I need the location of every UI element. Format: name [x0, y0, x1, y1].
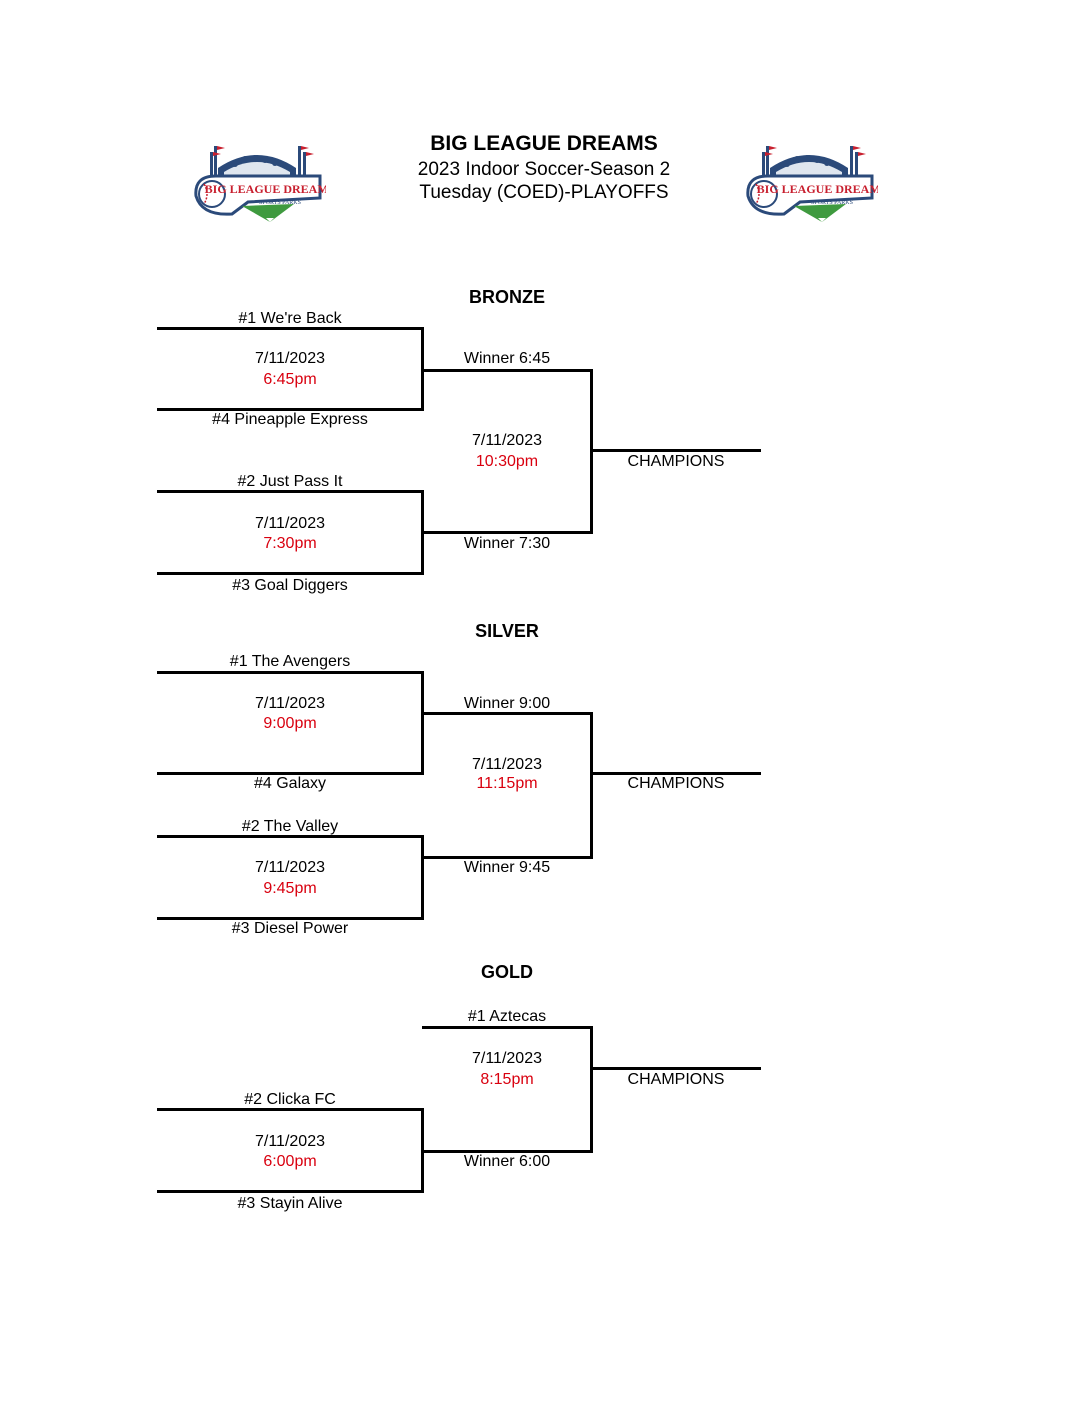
- bracket-line: [590, 712, 593, 858]
- team-label: #2 Just Pass It: [237, 473, 343, 490]
- game-date: 7/11/2023: [472, 756, 542, 773]
- bracket-line: [157, 835, 424, 838]
- bracket-line: [157, 917, 424, 920]
- team-label: #4 Pineapple Express: [212, 411, 368, 428]
- league-subtitle: Tuesday (COED)-PLAYOFFS: [419, 182, 669, 203]
- game-time: 10:30pm: [475, 453, 539, 470]
- bracket-line: [157, 408, 424, 411]
- game-date: 7/11/2023: [255, 350, 325, 367]
- game-time: 6:00pm: [263, 1153, 317, 1170]
- bracket-title-gold: GOLD: [481, 962, 533, 982]
- team-label: #1 The Avengers: [229, 653, 351, 670]
- team-label: #3 Goal Diggers: [232, 577, 348, 594]
- bracket-line: [421, 671, 424, 775]
- winner-label: Winner 9:45: [463, 859, 551, 876]
- team-label: #1 We're Back: [238, 310, 342, 327]
- bracket-line: [422, 1150, 593, 1153]
- bracket-title-silver: SILVER: [475, 621, 539, 641]
- bracket-line: [590, 1026, 593, 1152]
- winner-label: Winner 7:30: [463, 535, 551, 552]
- game-date: 7/11/2023: [255, 695, 325, 712]
- bracket-line: [157, 1108, 424, 1111]
- bracket-line: [590, 369, 593, 534]
- page-title: BIG LEAGUE DREAMS: [430, 132, 658, 155]
- game-time: 7:30pm: [263, 535, 317, 552]
- bracket-line: [157, 772, 424, 775]
- bracket-line: [157, 572, 424, 575]
- bracket-line: [422, 531, 593, 534]
- season-subtitle: 2023 Indoor Soccer-Season 2: [417, 159, 671, 180]
- svg-text:SPORTS PARKS: SPORTS PARKS: [811, 200, 853, 206]
- game-date: 7/11/2023: [472, 432, 542, 449]
- team-label: #4 Galaxy: [253, 775, 327, 792]
- game-time: 8:15pm: [480, 1071, 534, 1088]
- team-label: #3 Stayin Alive: [237, 1195, 343, 1212]
- game-date: 7/11/2023: [255, 1133, 325, 1150]
- big-league-dreams-logo-icon: BIG LEAGUE DREAMS SPORTS PARKS: [194, 146, 326, 222]
- svg-text:BIG LEAGUE DREAMS: BIG LEAGUE DREAMS: [757, 182, 878, 196]
- bracket-line: [422, 712, 593, 715]
- game-date: 7/11/2023: [255, 859, 325, 876]
- team-label: #2 The Valley: [241, 818, 339, 835]
- champions-label: CHAMPIONS: [627, 1071, 725, 1088]
- winner-label: Winner 6:45: [463, 350, 551, 367]
- bracket-line: [157, 1190, 424, 1193]
- bracket-line: [422, 856, 593, 859]
- game-date: 7/11/2023: [255, 515, 325, 532]
- team-label: #2 Clicka FC: [244, 1091, 336, 1108]
- game-time: 9:00pm: [263, 715, 317, 732]
- bracket-line: [591, 772, 761, 775]
- bracket-line: [157, 327, 424, 330]
- game-time: 6:45pm: [263, 371, 317, 388]
- svg-text:SPORTS PARKS: SPORTS PARKS: [259, 200, 301, 206]
- bracket-line: [157, 671, 424, 674]
- bracket-line: [422, 1026, 593, 1029]
- team-label: #3 Diesel Power: [231, 920, 349, 937]
- team-label: #1 Aztecas: [467, 1008, 547, 1025]
- game-time: 9:45pm: [263, 880, 317, 897]
- game-time: 11:15pm: [476, 775, 538, 792]
- winner-label: Winner 9:00: [463, 695, 551, 712]
- champions-label: CHAMPIONS: [627, 453, 725, 470]
- bracket-title-bronze: BRONZE: [469, 287, 545, 307]
- bracket-line: [422, 369, 593, 372]
- champions-label: CHAMPIONS: [627, 775, 725, 792]
- game-date: 7/11/2023: [472, 1050, 542, 1067]
- big-league-dreams-logo-icon: BIG LEAGUE DREAMS SPORTS PARKS: [746, 146, 878, 222]
- bracket-line: [157, 490, 424, 493]
- bracket-line: [591, 1067, 761, 1070]
- bracket-line: [421, 835, 424, 920]
- bracket-line: [591, 449, 761, 452]
- svg-text:BIG LEAGUE DREAMS: BIG LEAGUE DREAMS: [205, 182, 326, 196]
- winner-label: Winner 6:00: [463, 1153, 551, 1170]
